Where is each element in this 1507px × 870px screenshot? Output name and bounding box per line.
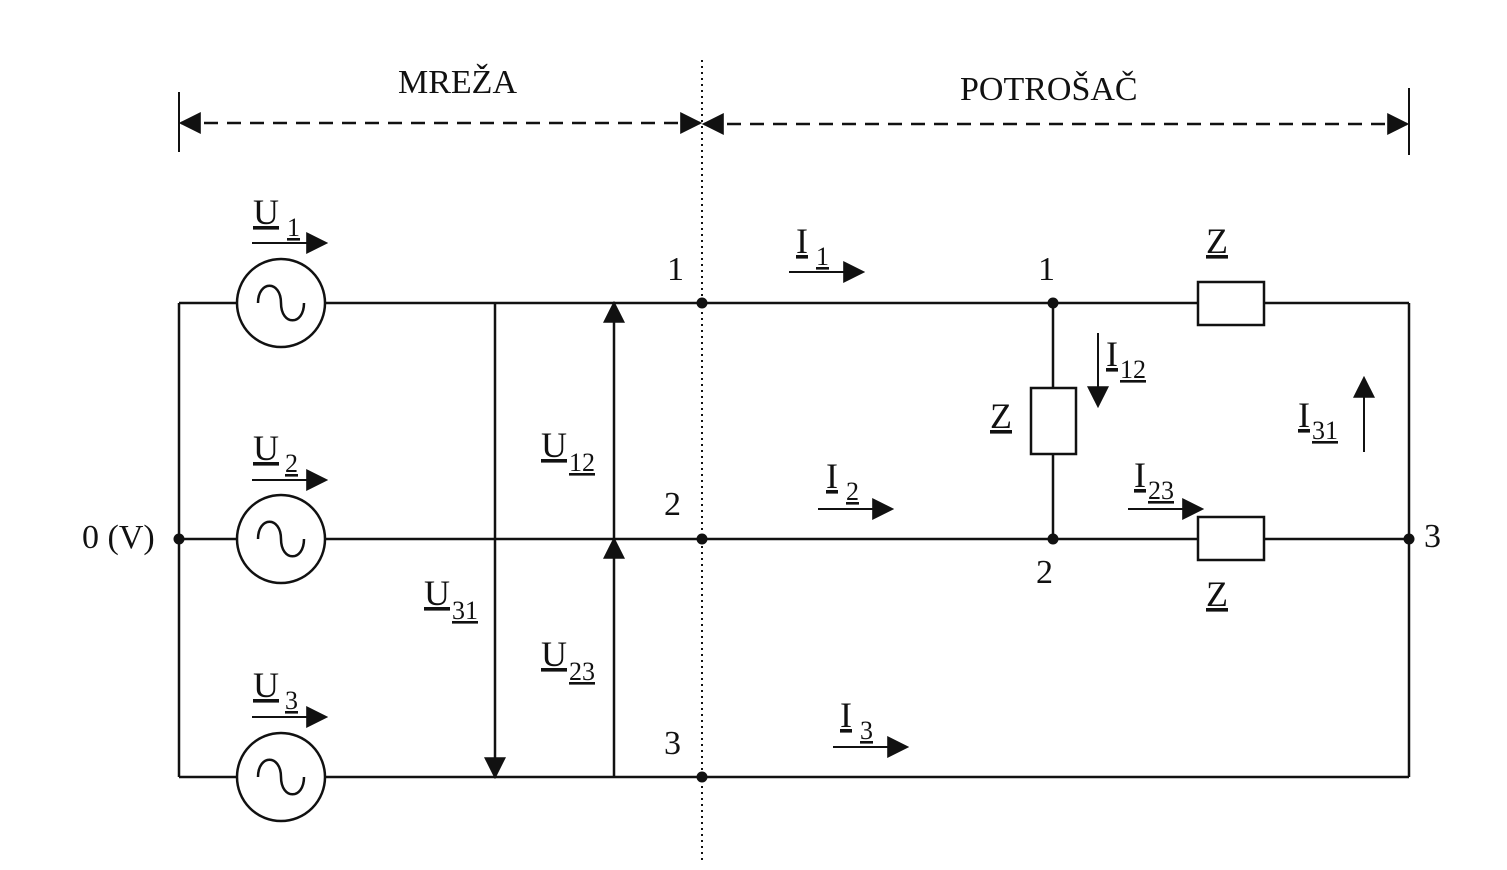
load-node-1-label: 1 <box>1038 251 1055 288</box>
source-2 <box>235 493 327 585</box>
ac-source-3-icon <box>235 731 327 823</box>
impedance-23-box <box>1196 515 1266 562</box>
consumer-label: POTROŠAČ <box>960 70 1138 108</box>
node-dot <box>1047 297 1059 309</box>
voltage-12-label: U12 <box>541 425 595 477</box>
network-label: MREŽA <box>398 64 517 101</box>
node-dot <box>1403 533 1415 545</box>
load-node-3-label: 3 <box>1424 518 1441 555</box>
load-node-2-label: 2 <box>1036 554 1053 591</box>
source-3 <box>235 731 327 823</box>
phase-currents: I12 I23 I31 <box>1087 333 1375 520</box>
node-dot <box>696 533 708 545</box>
wires <box>177 301 1411 779</box>
region-header: MREŽA POTROŠAČ <box>178 60 1410 862</box>
node-dot <box>696 297 708 309</box>
line-voltages: U12 U23 U31 <box>424 300 625 780</box>
impedance-31-label: Z <box>1206 221 1228 261</box>
ground-label: 0 (V) <box>82 519 155 556</box>
node-dot <box>696 771 708 783</box>
interface-node-1-label: 1 <box>667 251 684 288</box>
voltage-23-label: U23 <box>541 634 595 686</box>
sine-wave-icon <box>256 284 306 322</box>
ac-source-2-icon <box>235 493 327 585</box>
load-nodes: 1 2 3 <box>1036 251 1441 591</box>
ac-source-1-icon <box>235 257 327 349</box>
sine-wave-icon <box>256 758 306 796</box>
interface-nodes: 1 2 3 <box>173 251 708 783</box>
impedance-23-label: Z <box>1206 574 1228 614</box>
interface-node-2-label: 2 <box>664 486 681 523</box>
impedances: Z Z Z <box>990 221 1266 614</box>
current-12-label: I12 <box>1106 334 1146 384</box>
voltage-31-label: U31 <box>424 573 478 625</box>
source-1 <box>235 257 327 349</box>
node-dot <box>173 533 185 545</box>
impedance-12-box <box>1029 386 1078 456</box>
current-31-label: I31 <box>1298 395 1338 445</box>
sine-wave-icon <box>256 520 306 558</box>
impedance-31-box <box>1196 280 1266 327</box>
impedance-12-label: Z <box>990 396 1012 436</box>
current-23-label: I23 <box>1134 455 1174 505</box>
node-dot <box>1047 533 1059 545</box>
interface-node-3-label: 3 <box>664 725 681 762</box>
